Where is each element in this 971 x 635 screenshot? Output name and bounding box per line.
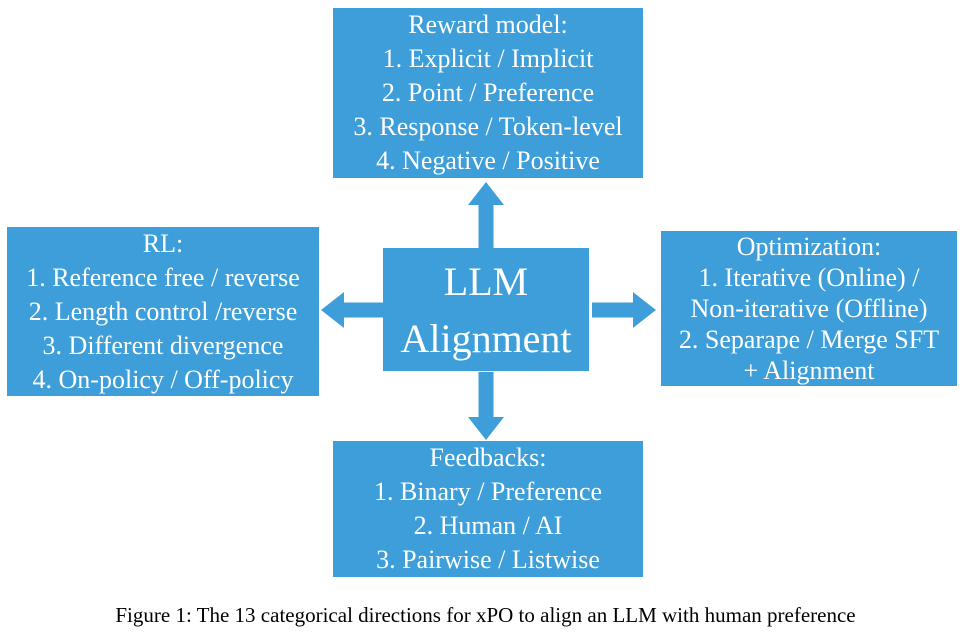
reward-model-item: 3. Response / Token-level (353, 112, 623, 141)
feedbacks-box: Feedbacks: 1. Binary / Preference 2. Hum… (333, 441, 643, 577)
rl-item: 1. Reference free / reverse (26, 262, 300, 292)
optimization-item: 1. Iterative (Online) / (698, 263, 920, 292)
optimization-item: Non-iterative (Offline) (690, 294, 928, 323)
reward-model-box: Reward model: 1. Explicit / Implicit 2. … (333, 8, 643, 178)
arrow-up-icon (468, 182, 504, 248)
optimization-title: Optimization: (736, 232, 882, 261)
optimization-item: + Alignment (743, 356, 875, 385)
rl-item: 3. Different divergence (42, 330, 284, 360)
llm-alignment-line2: Alignment (400, 315, 572, 361)
llm-alignment-box: LLM Alignment (383, 248, 589, 371)
feedbacks-item: 2. Human / AI (413, 511, 563, 540)
rl-box: RL: 1. Reference free / reverse 2. Lengt… (7, 227, 319, 396)
feedbacks-title: Feedbacks: (429, 443, 547, 472)
rl-title: RL: (142, 228, 184, 258)
rl-item: 2. Length control /reverse (28, 296, 298, 326)
reward-model-item: 4. Negative / Positive (376, 146, 600, 175)
arrow-right-icon (592, 292, 656, 328)
feedbacks-item: 3. Pairwise / Listwise (376, 545, 600, 574)
llm-alignment-line1: LLM (443, 258, 529, 304)
feedbacks-item: 1. Binary / Preference (373, 477, 603, 506)
optimization-box: Optimization: 1. Iterative (Online) / No… (661, 231, 957, 386)
arrow-down-icon (468, 372, 504, 440)
figure-caption: Figure 1: The 13 categorical directions … (115, 603, 856, 627)
reward-model-item: 2. Point / Preference (381, 78, 595, 107)
reward-model-title: Reward model: (408, 10, 568, 39)
rl-item: 4. On-policy / Off-policy (32, 364, 294, 394)
optimization-item: 2. Separape / Merge SFT (678, 325, 940, 354)
reward-model-item: 1. Explicit / Implicit (382, 44, 594, 73)
arrow-left-icon (321, 292, 383, 328)
